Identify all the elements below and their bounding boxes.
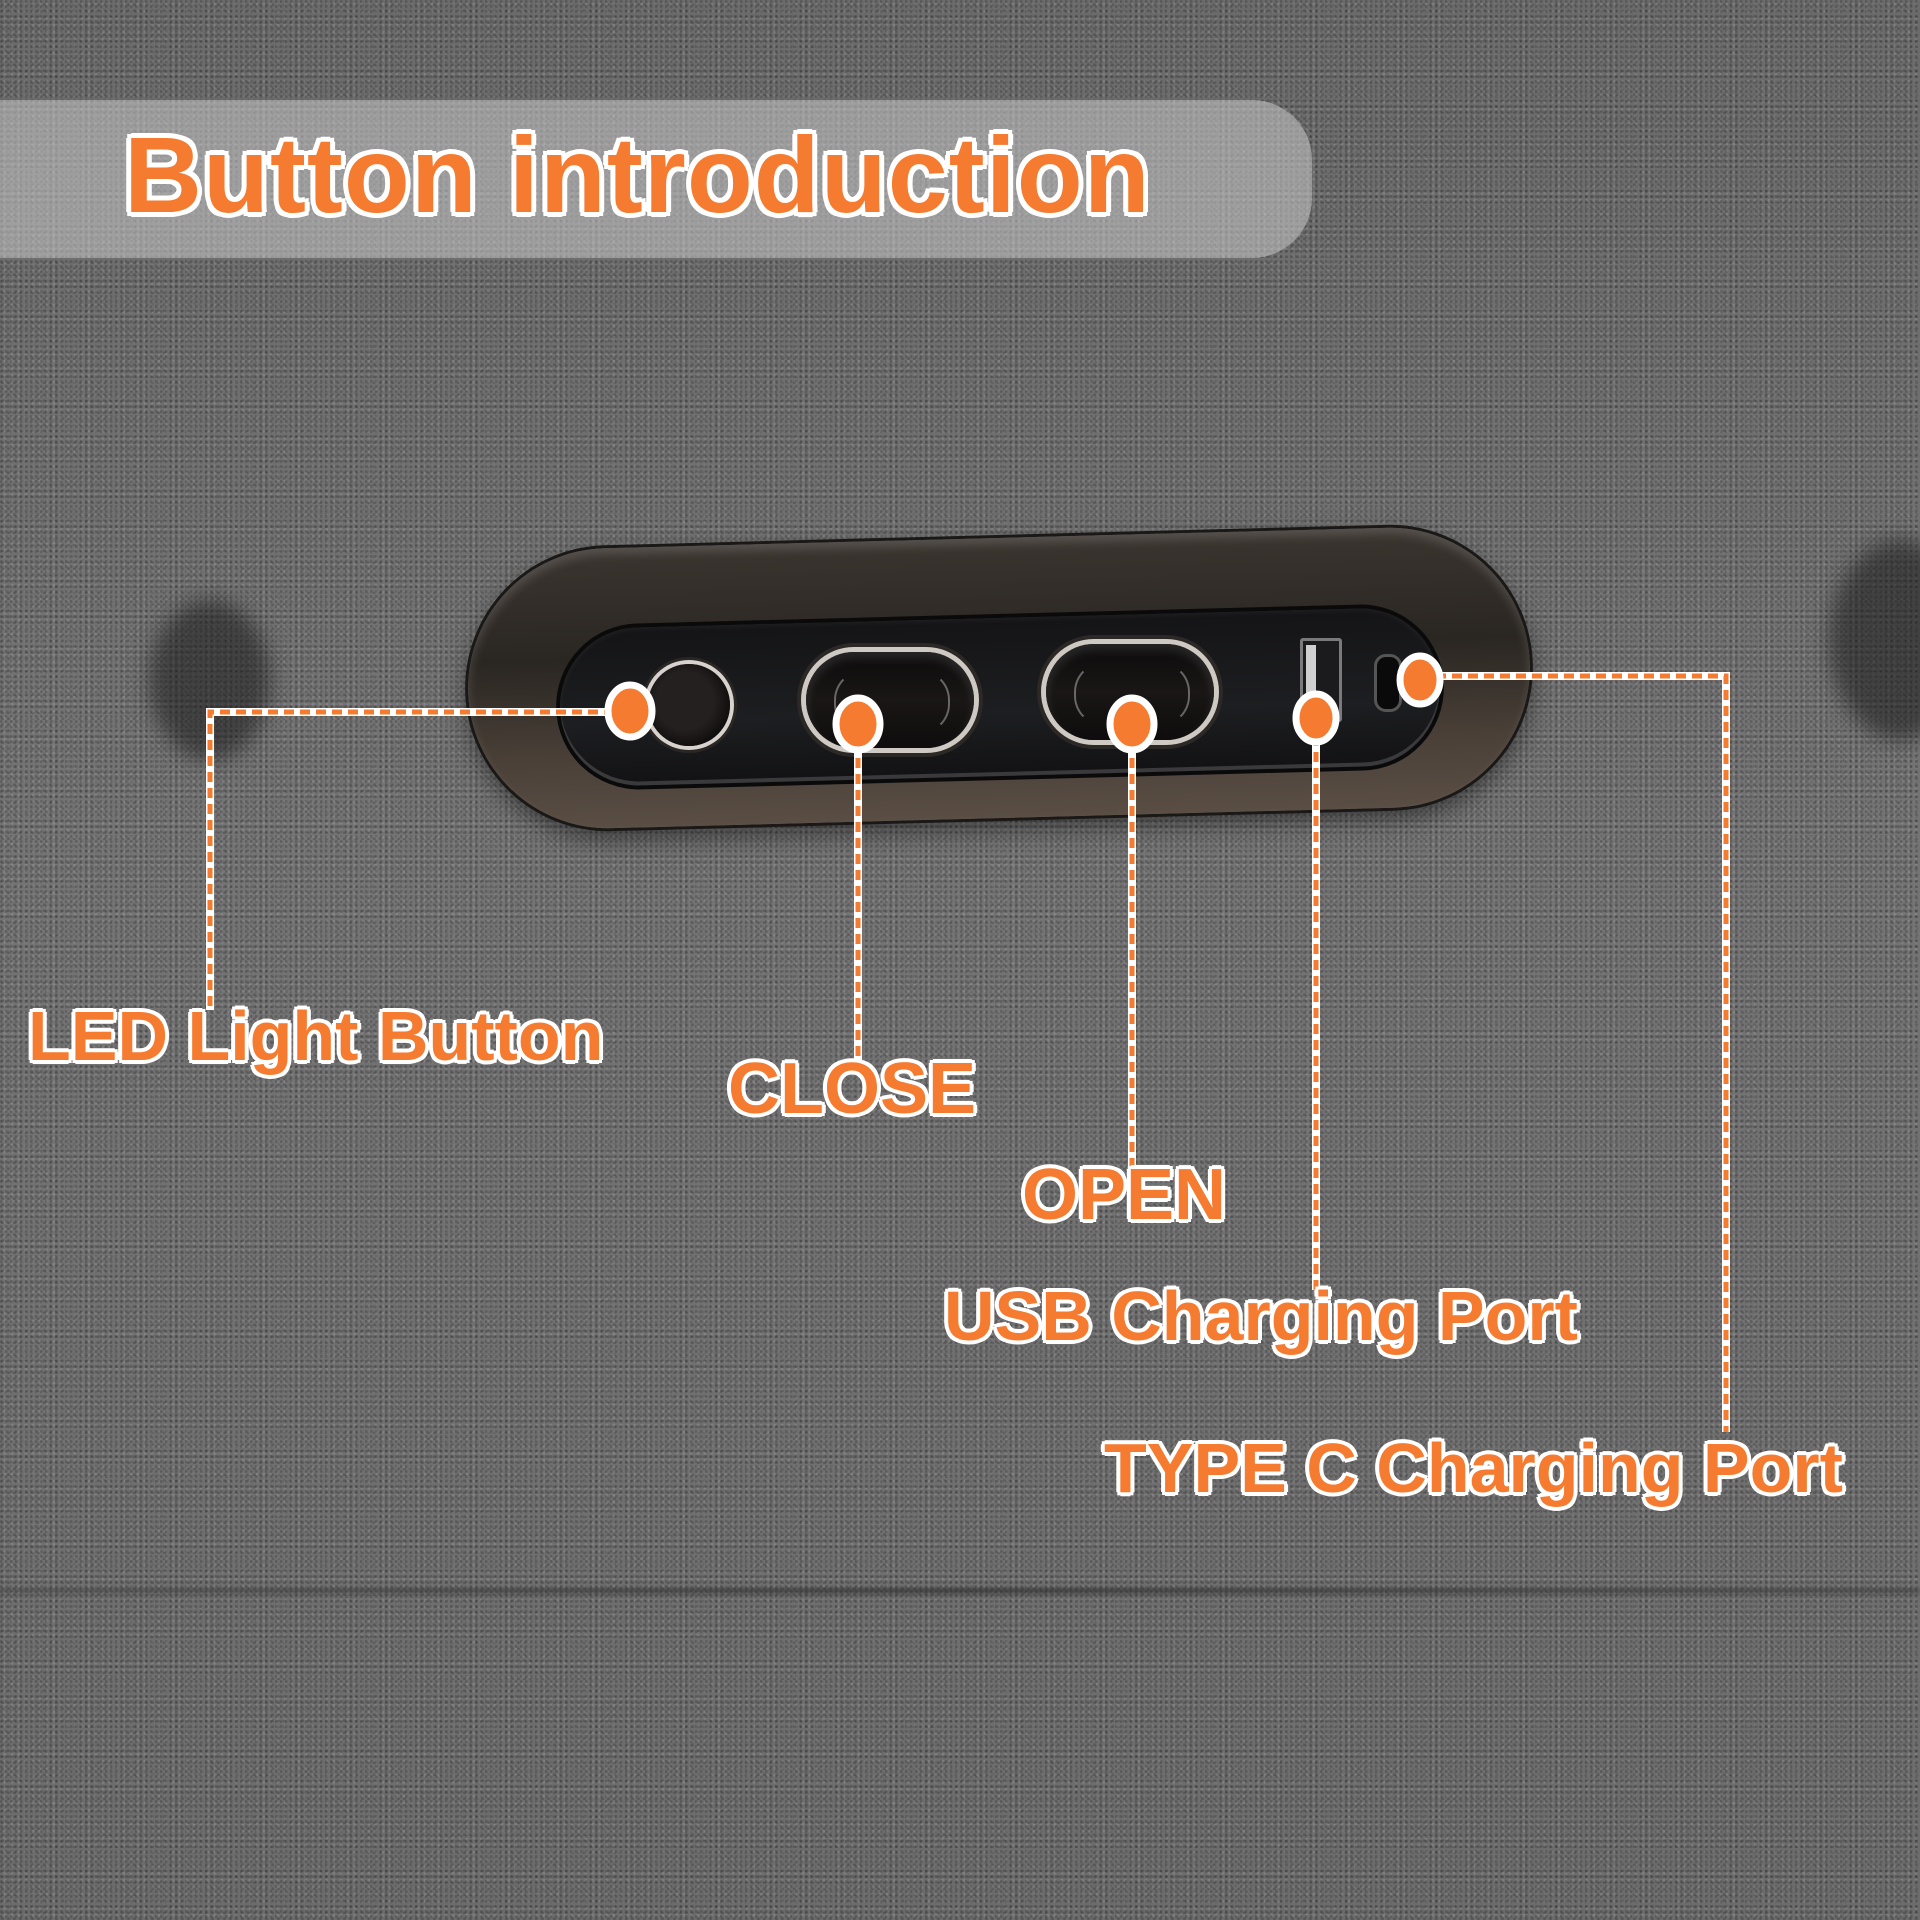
usb-dot-icon — [1292, 690, 1340, 746]
title-banner — [0, 100, 1312, 258]
label-open: OPEN — [1022, 1155, 1227, 1235]
fabric-seam — [0, 1588, 1920, 1594]
typec-dot-icon — [1396, 652, 1444, 708]
led-dot-icon — [604, 681, 656, 741]
page-title: Button introduction — [124, 114, 1151, 235]
open-dot-icon — [1106, 694, 1158, 754]
callout-dots — [604, 652, 1444, 754]
label-led-light-button: LED Light Button — [28, 997, 604, 1075]
label-usb-charging-port: USB Charging Port — [944, 1277, 1578, 1355]
led-light-button[interactable] — [648, 664, 730, 746]
close-dot-icon — [832, 694, 884, 754]
label-close: CLOSE — [728, 1049, 977, 1129]
label-type-c-charging-port: TYPE C Charging Port — [1104, 1429, 1843, 1507]
